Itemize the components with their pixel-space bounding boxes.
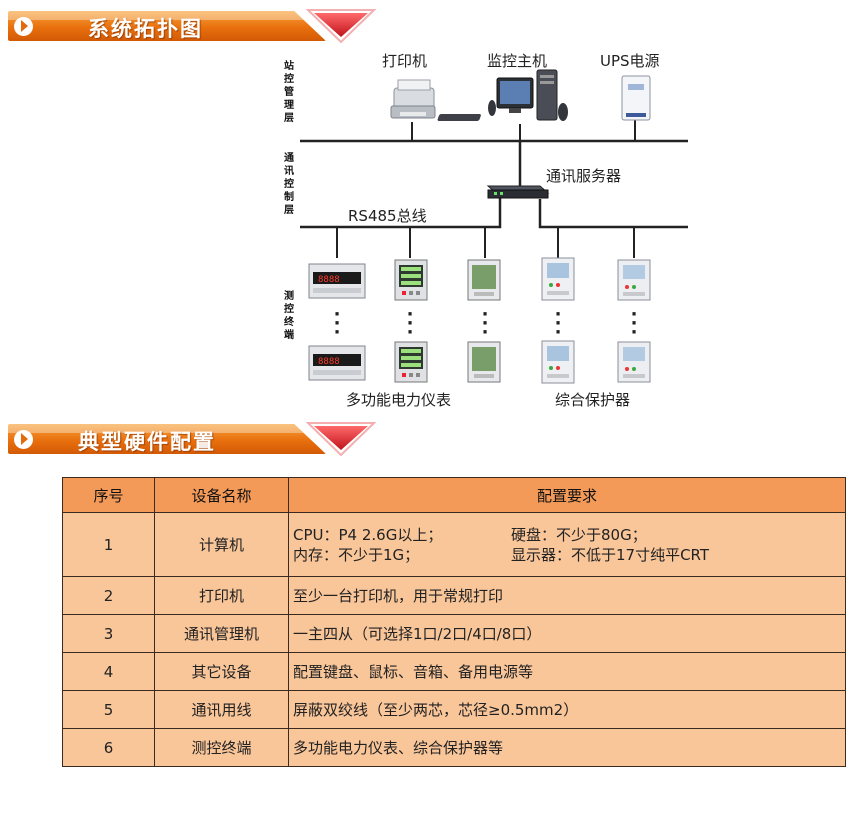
header-ribbon — [8, 11, 326, 41]
header-requirement: 配置要求 — [288, 477, 846, 513]
table-row: 6 测控终端 多功能电力仪表、综合保护器等 — [62, 728, 846, 767]
header-device: 设备名称 — [154, 477, 289, 513]
ellipsis-icon: ··· — [630, 304, 638, 343]
protectors-label: 综合保护器 — [555, 391, 631, 409]
req-line: 内存：不少于1G； 显示器：不低于17寸纯平CRT — [293, 545, 844, 565]
cell-no: 1 — [62, 512, 155, 577]
header-ribbon — [8, 424, 326, 454]
table-row: 2 打印机 至少一台打印机，用于常规打印 — [62, 576, 846, 615]
cell-no: 6 — [62, 728, 155, 767]
svg-text:8888: 8888 — [318, 357, 340, 367]
ups-icon — [621, 75, 651, 121]
protector-b-icon-bottom — [617, 341, 651, 383]
rs485-left-bus — [300, 197, 502, 229]
ellipsis-icon: ··· — [333, 304, 341, 343]
svg-text:8888: 8888 — [318, 275, 340, 285]
req-cpu: CPU：P4 2.6G以上； — [293, 525, 443, 544]
section-title: 典型硬件配置 — [78, 430, 216, 454]
computer-icon — [437, 69, 568, 121]
hardware-config-table: 序号 设备名称 配置要求 1 计算机 CPU：P4 2.6G以上； 硬盘：不少于8… — [62, 477, 846, 767]
server-icon — [486, 185, 550, 199]
topology-lines: 8888 8888 — [300, 69, 688, 384]
req-disk: 硬盘：不少于80G； — [511, 525, 647, 544]
layer-comm-label: 通讯控制层 — [284, 153, 294, 216]
host-label: 监控主机 — [487, 52, 548, 70]
bus-label: RS485总线 — [348, 207, 427, 225]
meter-b-icon-bottom — [394, 341, 428, 383]
server-label: 通讯服务器 — [546, 167, 622, 185]
cell-no: 2 — [62, 576, 155, 615]
req-memory: 内存：不少于1G； — [293, 545, 420, 564]
req-line: CPU：P4 2.6G以上； 硬盘：不少于80G； — [293, 525, 844, 545]
meter-a-icon-top: 8888 — [308, 263, 366, 299]
table-row: 3 通讯管理机 一主四从（可选择1口/2口/4口/8口） — [62, 614, 846, 653]
printer-icon — [390, 79, 436, 119]
header-no: 序号 — [62, 477, 155, 513]
red-triangle-icon — [306, 9, 376, 44]
cell-requirement: 屏蔽双绞线（至少两芯，芯径≥0.5mm2） — [288, 690, 846, 729]
cell-requirement: 一主四从（可选择1口/2口/4口/8口） — [288, 614, 846, 653]
cell-device: 打印机 — [154, 576, 289, 615]
table-header-row: 序号 设备名称 配置要求 — [62, 477, 846, 513]
printer-label: 打印机 — [382, 52, 428, 70]
table-row: 4 其它设备 配置键盘、鼠标、音箱、备用电源等 — [62, 652, 846, 691]
table-row: 5 通讯用线 屏蔽双绞线（至少两芯，芯径≥0.5mm2） — [62, 690, 846, 729]
play-arrow-icon — [14, 430, 33, 449]
ellipsis-icon: ··· — [406, 304, 414, 343]
layer-station-label: 站控管理层 — [284, 61, 294, 124]
meter-b-icon-top — [394, 259, 428, 301]
ellipsis-icon: ··· — [554, 304, 562, 343]
cell-device: 通讯管理机 — [154, 614, 289, 653]
cell-no: 4 — [62, 652, 155, 691]
meter-a-icon-bottom: 8888 — [308, 345, 366, 381]
red-triangle-icon — [306, 422, 376, 457]
cell-device: 通讯用线 — [154, 690, 289, 729]
ups-label: UPS电源 — [600, 52, 660, 70]
section-title: 系统拓扑图 — [88, 17, 203, 41]
layer-terminal-label: 测控终端 — [284, 291, 294, 341]
table-row: 1 计算机 CPU：P4 2.6G以上； 硬盘：不少于80G； 内存：不少于1G；… — [62, 512, 846, 577]
meter-c-icon-bottom — [467, 341, 501, 383]
cell-requirement: 多功能电力仪表、综合保护器等 — [288, 728, 846, 767]
rs485-right-bus — [538, 199, 688, 229]
protector-a-icon-top — [541, 257, 575, 301]
meters-label: 多功能电力仪表 — [346, 391, 452, 409]
cell-device: 测控终端 — [154, 728, 289, 767]
cell-device: 其它设备 — [154, 652, 289, 691]
cell-requirement: CPU：P4 2.6G以上； 硬盘：不少于80G； 内存：不少于1G； 显示器：不低… — [288, 512, 846, 577]
cell-device: 计算机 — [154, 512, 289, 577]
section-header-topology: 系统拓扑图 — [8, 8, 376, 44]
play-arrow-icon — [14, 17, 33, 36]
req-display: 显示器：不低于17寸纯平CRT — [511, 545, 710, 564]
ellipsis-icon: ··· — [481, 304, 489, 343]
protector-b-icon-top — [617, 259, 651, 301]
cell-no: 5 — [62, 690, 155, 729]
topology-diagram: 站控管理层 通讯控制层 测控终端 打印机 监控主机 UPS电源 通讯服务器 RS… — [284, 52, 688, 409]
cell-requirement: 至少一台打印机，用于常规打印 — [288, 576, 846, 615]
protector-a-icon-bottom — [541, 340, 575, 384]
cell-requirement: 配置键盘、鼠标、音箱、备用电源等 — [288, 652, 846, 691]
cell-no: 3 — [62, 614, 155, 653]
section-header-hardware: 典型硬件配置 — [8, 421, 376, 457]
meter-c-icon-top — [467, 259, 501, 301]
